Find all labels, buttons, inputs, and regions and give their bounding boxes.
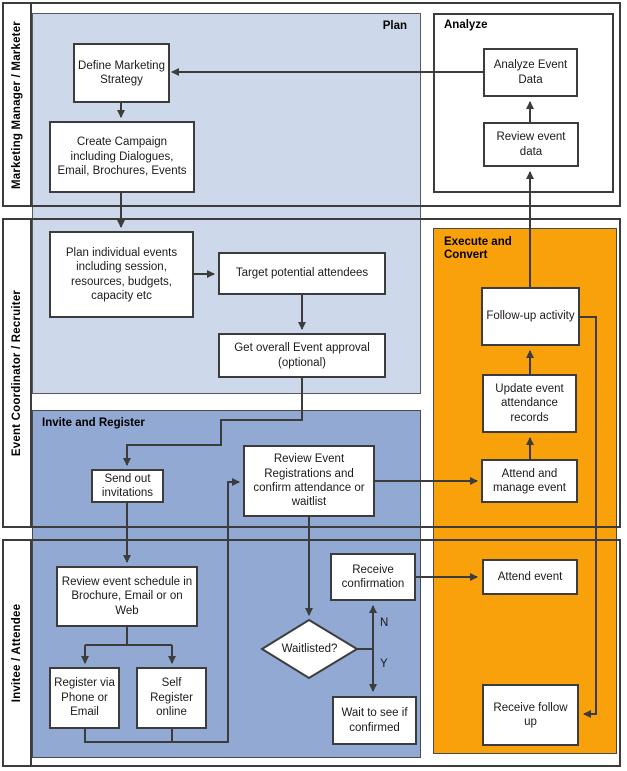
- node-wait-to-see-if-confirmed: Wait to see if confirmed: [332, 696, 417, 745]
- node-label: Update event attendance records: [495, 382, 564, 424]
- node-review-event-schedule: Review event schedule in Brochure, Email…: [56, 566, 198, 627]
- edge-register-to-reviewregistrations: [84, 478, 240, 743]
- node-attend-and-manage-event: Attend and manage event: [481, 459, 578, 503]
- waitlisted-decision-label: Waitlisted?: [281, 643, 338, 655]
- node-label: Get overall Event approval (optional): [234, 342, 370, 369]
- node-update-attendance-records: Update event attendance records: [482, 374, 577, 433]
- edge-followup-to-receivefollowup: [580, 316, 597, 718]
- region-invite-label: Invite and Register: [42, 417, 145, 429]
- node-receive-follow-up: Receive follow up: [482, 684, 579, 746]
- node-label: Define Marketing Strategy: [78, 59, 165, 86]
- node-follow-up-activity: Follow-up activity: [481, 287, 580, 346]
- node-label: Review Event Registrations and confirm a…: [253, 453, 365, 509]
- node-label: Plan individual events including session…: [65, 246, 178, 302]
- node-attend-event: Attend event: [482, 559, 578, 595]
- region-plan-label: Plan: [382, 20, 407, 32]
- node-label: Receive confirmation: [341, 563, 405, 590]
- node-review-event-registrations: Review Event Registrations and confirm a…: [243, 445, 375, 517]
- lane-label-column: Event Coordinator / Recruiter: [4, 220, 32, 526]
- edge-approval-to-sendinvitations: [123, 378, 303, 466]
- node-receive-confirmation: Receive confirmation: [330, 553, 416, 601]
- branch-label-yes: Y: [380, 658, 388, 670]
- node-label: Wait to see if confirmed: [341, 707, 408, 734]
- branch-label-no: N: [380, 617, 389, 629]
- lane-label-column: Marketing Manager / Marketer: [4, 4, 32, 205]
- node-label: Attend event: [497, 570, 563, 583]
- lane-invitee-attendee: Invitee / Attendee: [2, 539, 621, 767]
- node-self-register-online: Self Register online: [136, 667, 207, 729]
- node-send-out-invitations: Send out invitations: [91, 469, 164, 503]
- node-plan-individual-events: Plan individual events including session…: [49, 231, 194, 318]
- waitlisted-decision-diamond: [260, 618, 359, 680]
- node-label: Target potential attendees: [235, 267, 369, 280]
- lane-label-column: Invitee / Attendee: [4, 541, 32, 765]
- node-label: Review event data: [496, 131, 566, 158]
- node-label: Create Campaign including Dialogues, Ema…: [57, 136, 187, 178]
- node-label: Attend and manage event: [493, 467, 566, 494]
- region-analyze-label: Analyze: [444, 19, 488, 31]
- node-review-event-data: Review event data: [483, 122, 579, 167]
- node-register-via-phone: Register via Phone or Email: [49, 667, 120, 729]
- node-analyze-event-data: Analyze Event Data: [483, 48, 578, 97]
- node-define-marketing-strategy: Define Marketing Strategy: [73, 43, 170, 103]
- node-label: Analyze Event Data: [493, 59, 568, 86]
- lane-event-coordinator: Event Coordinator / Recruiter: [2, 218, 621, 528]
- lane-marketing-manager: Marketing Manager / Marketer: [2, 2, 621, 207]
- node-label: Receive follow up: [493, 701, 568, 728]
- node-create-campaign: Create Campaign including Dialogues, Ema…: [49, 121, 195, 193]
- node-label: Self Register online: [150, 677, 193, 719]
- node-label: Register via Phone or Email: [54, 677, 115, 719]
- node-label: Review event schedule in Brochure, Email…: [61, 575, 193, 617]
- node-label: Follow-up activity: [486, 310, 575, 323]
- node-event-approval: Get overall Event approval (optional): [218, 333, 386, 378]
- node-label: Send out invitations: [101, 472, 154, 499]
- node-target-potential-attendees: Target potential attendees: [218, 252, 386, 295]
- region-execute-label: Execute and Convert: [444, 236, 512, 262]
